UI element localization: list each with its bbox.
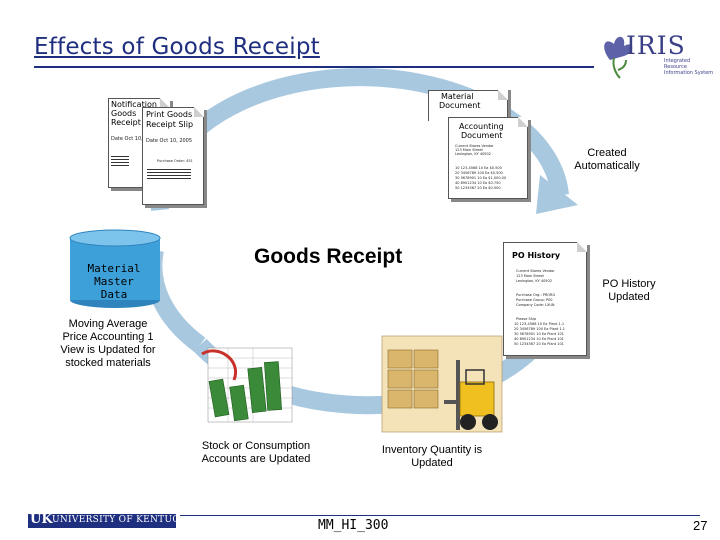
receipt-slip-date: Date Oct 10, 2005 xyxy=(146,138,193,144)
page-number: 27 xyxy=(693,518,708,533)
course-code: MM_HI_300 xyxy=(318,518,389,533)
po-history-updated-caption: PO History Updated xyxy=(602,278,656,303)
accounting-document: Accounting Document Current Stores Vendo… xyxy=(448,117,528,199)
material-document: Material Document xyxy=(428,90,508,121)
moving-average-caption: Moving Average Price Accounting 1 View i… xyxy=(60,318,156,369)
forklift-warehouse-icon xyxy=(381,335,503,433)
accounting-row: 10 123-4568 10 Ea $0.500 xyxy=(455,166,502,170)
receipt-slip-subheading: Purchase Order: 451 xyxy=(157,159,193,163)
material-master-label: Material Master Data xyxy=(87,262,141,301)
goods-receipt-label: Goods Receipt xyxy=(254,245,403,268)
material-doc-label-2: Document xyxy=(439,101,481,110)
po-history-address-1: Current Stores Vendor xyxy=(516,269,555,273)
po-history-address-2: 123 Main Street xyxy=(516,274,544,278)
uk-logo-text: UNIVERSITY OF KENTUCKY xyxy=(52,515,193,525)
stock-consumption-caption: Stock or Consumption Accounts are Update… xyxy=(201,440,311,465)
notification-label-1: Notification xyxy=(111,100,157,109)
created-automatically-caption: Created Automatically xyxy=(574,147,640,172)
iris-flower-icon xyxy=(604,36,633,79)
material-master-cylinder xyxy=(69,229,161,308)
accounting-row: 50 1234567 20 Ea $0.500 xyxy=(455,186,501,190)
po-history-row: 50 1234567 20 Ea Plant 101 xyxy=(514,342,564,346)
iris-tagline: Integrated Resource Information System xyxy=(664,58,714,76)
iris-logo-text: IRIS xyxy=(626,31,686,60)
accounting-address-3: Lexington, KY 40502 xyxy=(455,152,491,156)
receipt-slip-label-2: Receipt Slip xyxy=(146,120,194,129)
accounting-doc-label-1: Accounting xyxy=(459,122,504,131)
po-history-row: 40 8901234 10 Ea Plant 101 xyxy=(514,337,564,341)
uk-logo-bar xyxy=(28,514,176,528)
po-history-document: PO History Current Stores Vendor 123 Mai… xyxy=(503,242,587,356)
po-history-meta-2: Purchase Group: P00 xyxy=(516,298,553,302)
money-ledger-icon xyxy=(201,347,293,423)
notification-label-3: Receipt xyxy=(111,118,141,127)
accounting-row: 40 8901234 10 Ea $0.750 xyxy=(455,181,501,185)
notification-label-2: Goods xyxy=(111,109,137,118)
accounting-address-2: 123 Main Street xyxy=(455,148,483,152)
po-history-doc-title: PO History xyxy=(512,251,561,260)
accounting-row: 20 3456789 100 Ea $0.500 xyxy=(455,171,503,175)
material-doc-label-1: Material xyxy=(441,92,474,101)
po-history-address-3: Lexington, KY 40502 xyxy=(516,279,552,283)
footer-rule xyxy=(180,515,700,516)
receipt-slip-document: Print Goods Receipt Slip Date Oct 10, 20… xyxy=(142,107,204,205)
notification-table xyxy=(111,156,129,168)
notification-date: Date Oct 10, xyxy=(111,136,143,142)
inventory-quantity-caption: Inventory Quantity is Updated xyxy=(381,444,483,469)
receipt-slip-table xyxy=(147,169,191,181)
po-history-row: 20 3456789 100 Ea Plant 1.1 xyxy=(514,327,566,331)
slide-title: Effects of Goods Receipt xyxy=(34,34,320,60)
accounting-doc-label-2: Document xyxy=(461,131,503,140)
title-underline xyxy=(34,66,594,68)
po-history-meta-3: Company Code: LXUN xyxy=(516,303,555,307)
accounting-address-1: Current Stores Vendor xyxy=(455,144,494,148)
po-history-row: 10 123-4568 10 Ea Plant 1.1 xyxy=(514,322,565,326)
po-history-row: 30 5678901 10 Ea Plant 101 xyxy=(514,332,564,336)
uk-logo-mark: UK xyxy=(30,512,53,527)
accounting-row: 30 5678901 10 Ea $1,000.00 xyxy=(455,176,507,180)
po-history-recv-title: Please Ship xyxy=(516,317,537,321)
po-history-meta-1: Purchase Org.: PRORG xyxy=(516,293,556,297)
receipt-slip-label-1: Print Goods xyxy=(146,110,193,119)
